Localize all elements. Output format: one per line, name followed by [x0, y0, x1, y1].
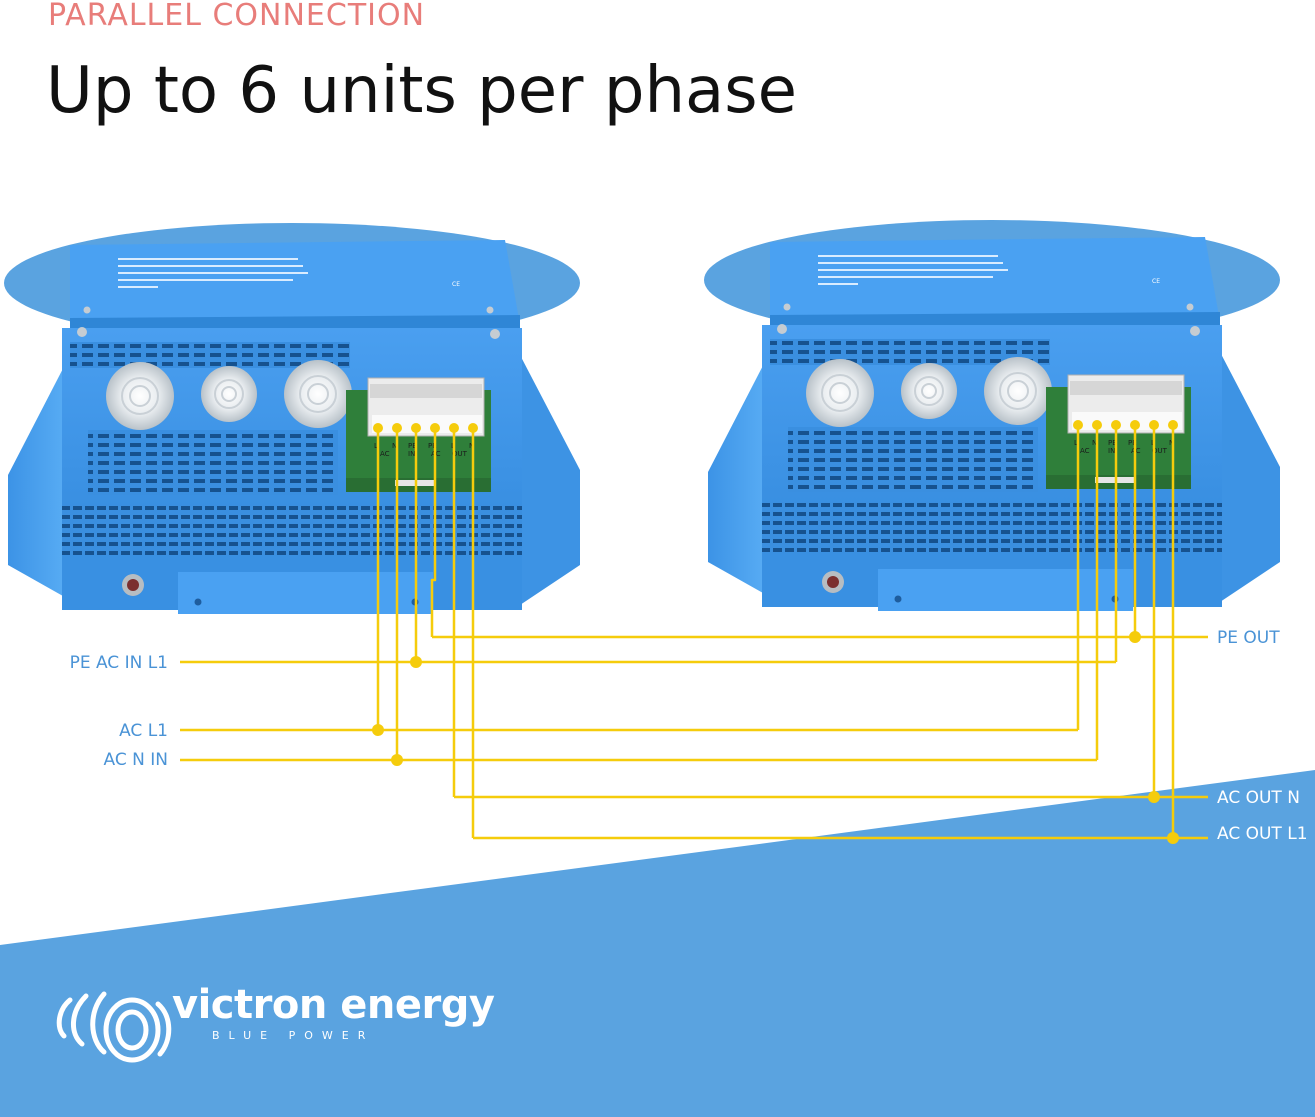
ce-mark: CE — [1152, 278, 1160, 285]
terminal-group-label: IN — [1108, 447, 1115, 455]
terminal-label: L — [374, 442, 378, 450]
inverter-unit-left: CE L N PE PE L N AC IN AC OUT — [3, 222, 581, 615]
junction-dot — [1167, 832, 1179, 844]
terminal-label: N — [392, 442, 397, 450]
junction-dot — [391, 754, 403, 766]
label-ac-n-in: AC N IN — [104, 750, 168, 770]
terminal-label: PE — [1128, 439, 1137, 447]
terminal-label: PE — [428, 442, 437, 450]
ce-mark: CE — [452, 281, 460, 288]
terminal-label: PE — [408, 442, 417, 450]
terminal-label: N — [1092, 439, 1097, 447]
wire-left-pe-out — [430, 430, 437, 637]
inverter-unit-right: CE L N PE PE L N AC IN AC OUT — [703, 219, 1281, 612]
terminal-group-label: OUT — [1152, 447, 1168, 455]
brand-tagline: BLUE POWER — [212, 1029, 375, 1042]
terminal-group-label: AC — [380, 450, 390, 458]
terminal-group-label: IN — [408, 450, 415, 458]
label-ac-l1: AC L1 — [119, 721, 168, 741]
junction-dot — [410, 656, 422, 668]
terminal-label: L — [1074, 439, 1078, 447]
terminal-label: PE — [1108, 439, 1117, 447]
wiring — [180, 427, 1208, 840]
terminal-label: N — [1169, 439, 1174, 447]
brand-block: victron energy BLUE POWER — [50, 982, 495, 1042]
label-ac-out-n: AC OUT N — [1217, 788, 1300, 808]
label-pe-ac-in-l1: PE AC IN L1 — [70, 653, 168, 673]
terminal-label: N — [469, 442, 474, 450]
blue-footer-band — [0, 770, 1315, 1117]
terminal-group-label: AC — [1080, 447, 1090, 455]
terminal-group-label: OUT — [452, 450, 468, 458]
eyebrow-title: PARALLEL CONNECTION — [48, 0, 426, 33]
label-pe-out: PE OUT — [1217, 628, 1280, 648]
junction-dot — [1148, 791, 1160, 803]
junction-dot — [372, 724, 384, 736]
junctions — [372, 631, 1179, 844]
label-ac-out-l1: AC OUT L1 — [1217, 824, 1308, 844]
victron-swirl-logo — [56, 991, 172, 1063]
junction-dot — [1129, 631, 1141, 643]
brand-name: victron energy — [172, 982, 495, 1028]
page-title: Up to 6 units per phase — [46, 54, 797, 128]
